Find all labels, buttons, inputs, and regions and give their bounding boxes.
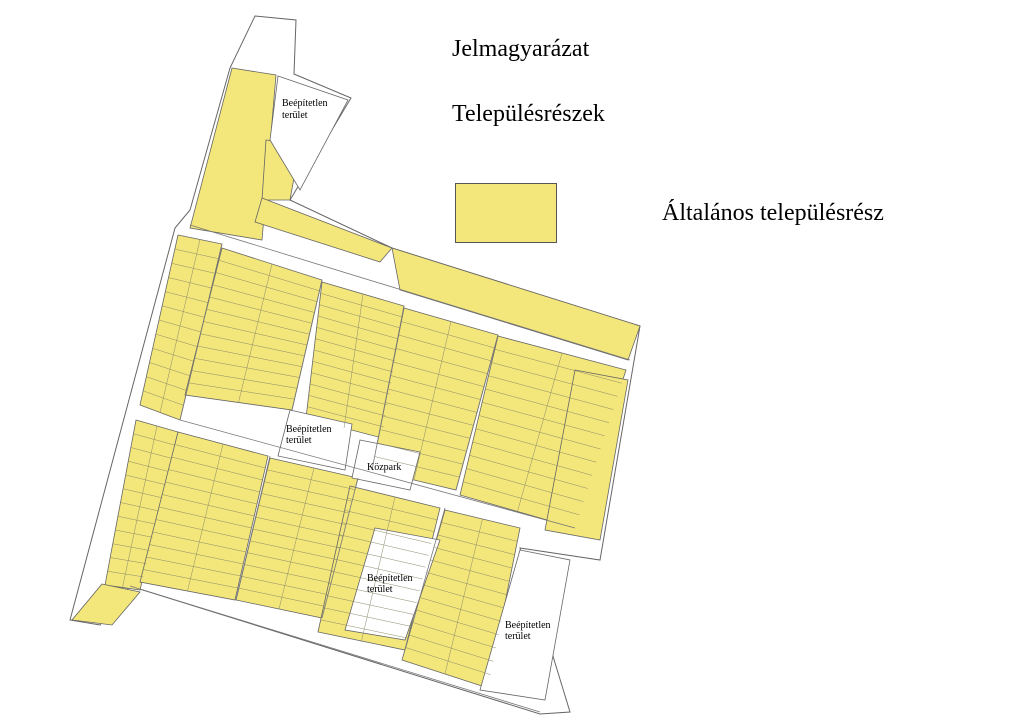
unbuilt-label-2: Beépítetlen bbox=[286, 424, 332, 435]
parcel-divider bbox=[278, 467, 315, 610]
legend-subtitle: Településrészek bbox=[452, 101, 605, 127]
unbuilt-area-southeast bbox=[479, 549, 571, 701]
parcel-divider bbox=[159, 239, 201, 413]
parcel-divider bbox=[517, 352, 563, 512]
block-north-strip bbox=[189, 67, 277, 241]
park-area bbox=[351, 439, 421, 491]
legend-title: Jelmagyarázat bbox=[452, 36, 590, 62]
unbuilt-label-1b: terület bbox=[282, 110, 308, 121]
parcel-divider bbox=[238, 263, 273, 403]
parcel-divider bbox=[122, 425, 158, 588]
parcel-lines bbox=[107, 239, 622, 675]
parcel-divider bbox=[413, 321, 452, 481]
unbuilt-label-4b: terület bbox=[505, 631, 531, 642]
parcel-divider bbox=[343, 293, 364, 429]
unbuilt-label-2b: terület bbox=[286, 435, 312, 446]
unbuilt-area-center bbox=[277, 409, 353, 471]
parcel-divider bbox=[444, 518, 483, 675]
parcel-divider bbox=[361, 496, 396, 642]
unbuilt-area-north bbox=[269, 75, 349, 191]
unbuilt-label-1: Beépítetlen bbox=[282, 98, 328, 109]
block-i bbox=[544, 369, 629, 541]
parcel-divider bbox=[187, 443, 224, 592]
unbuilt-label-3b: terület bbox=[367, 584, 393, 595]
parcel-blocks bbox=[71, 67, 641, 689]
unbuilt-label-4: Beépítetlen bbox=[505, 620, 551, 631]
unbuilt-areas bbox=[269, 75, 571, 701]
legend-item-label: Általános településrész bbox=[662, 200, 884, 226]
block-west-edge bbox=[71, 583, 141, 626]
park-label: Közpark bbox=[367, 462, 401, 473]
block-top-row-east bbox=[391, 247, 641, 361]
unbuilt-label-3: Beépítetlen bbox=[367, 573, 413, 584]
block-top-row bbox=[254, 197, 393, 263]
unbuilt-area-south bbox=[344, 527, 441, 641]
legend-swatch bbox=[455, 183, 557, 243]
